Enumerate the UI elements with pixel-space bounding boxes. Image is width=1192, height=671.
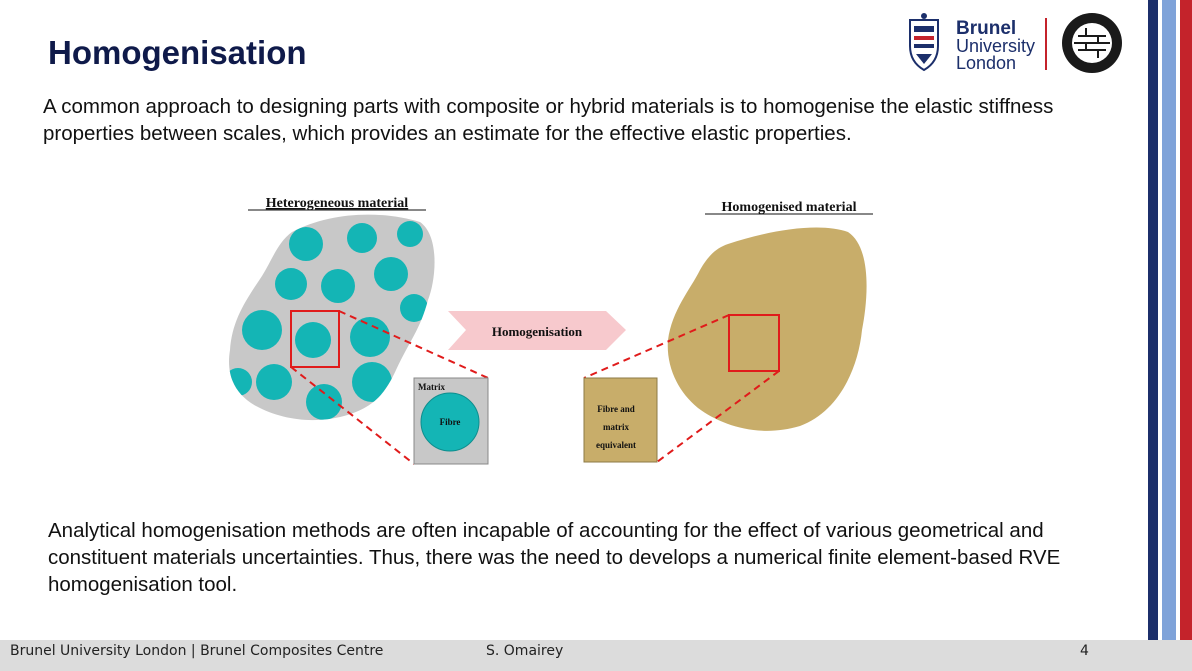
brunel-logo: Brunel University London (909, 13, 1122, 73)
fibre-circle (295, 322, 331, 358)
fibre-circle (321, 269, 355, 303)
rve-highlight-box (290, 310, 340, 368)
leader-line (583, 314, 730, 379)
stripe-navy (1148, 0, 1158, 640)
footer-bar (0, 640, 1192, 671)
fibre-circle (397, 221, 423, 247)
logo-divider (1045, 18, 1047, 70)
leader-line (290, 366, 415, 465)
fibre-circle (229, 368, 252, 396)
rve-matrix-label: Matrix (418, 382, 445, 392)
rve-cell: Matrix Fibre (413, 377, 489, 465)
arrow-label: Homogenisation (492, 324, 583, 339)
logo-line3: London (956, 53, 1016, 73)
leader-line (338, 310, 489, 379)
stripe-red (1180, 0, 1192, 640)
intro-paragraph: A common approach to designing parts wit… (43, 95, 1054, 145)
equivalent-label-line2: matrix (603, 422, 629, 432)
heterogeneous-heading: Heterogeneous material (266, 196, 409, 211)
fibre-circle (306, 384, 342, 420)
homogenised-highlight-box (728, 314, 780, 372)
fibre-circle (289, 227, 323, 261)
equivalent-label-line3: equivalent (596, 440, 636, 450)
stripe-gap (1176, 0, 1180, 640)
outro-paragraph: Analytical homogenisation methods are of… (48, 519, 1061, 596)
fibre-circle (374, 257, 408, 291)
composites-centre-seal-icon (1062, 13, 1122, 73)
page-number: 4 (1080, 643, 1089, 659)
logo-line2: University (956, 36, 1035, 56)
fibre-circle (275, 268, 307, 300)
rve-fibre (420, 392, 480, 452)
decorative-stripes (1148, 0, 1192, 640)
stripe-gap (1158, 0, 1162, 640)
rve-fibre-label: Fibre (440, 417, 461, 427)
fibre-circle (256, 364, 292, 400)
footer-author: S. Omairey (486, 643, 564, 659)
homogenised-material (667, 227, 867, 431)
stripe-blue (1162, 0, 1176, 640)
equivalent-cell: Fibre and matrix equivalent (583, 377, 658, 463)
equivalent-label-line1: Fibre and (597, 404, 635, 414)
footer-institution: Brunel University London | Brunel Compos… (10, 643, 384, 659)
logo-line1: Brunel (956, 18, 1016, 39)
fibre-circle (347, 223, 377, 253)
fibre-circle (350, 317, 390, 357)
leader-line (656, 370, 780, 463)
fibre-circle (242, 310, 282, 350)
heterogeneous-material (229, 214, 435, 421)
slide-title: Homogenisation (48, 34, 307, 71)
homogenised-heading: Homogenised material (722, 200, 857, 215)
crest-icon (909, 13, 939, 72)
fibre-circle (400, 294, 428, 322)
homogenisation-arrow: Homogenisation (448, 311, 626, 350)
fibre-circle (352, 362, 392, 402)
